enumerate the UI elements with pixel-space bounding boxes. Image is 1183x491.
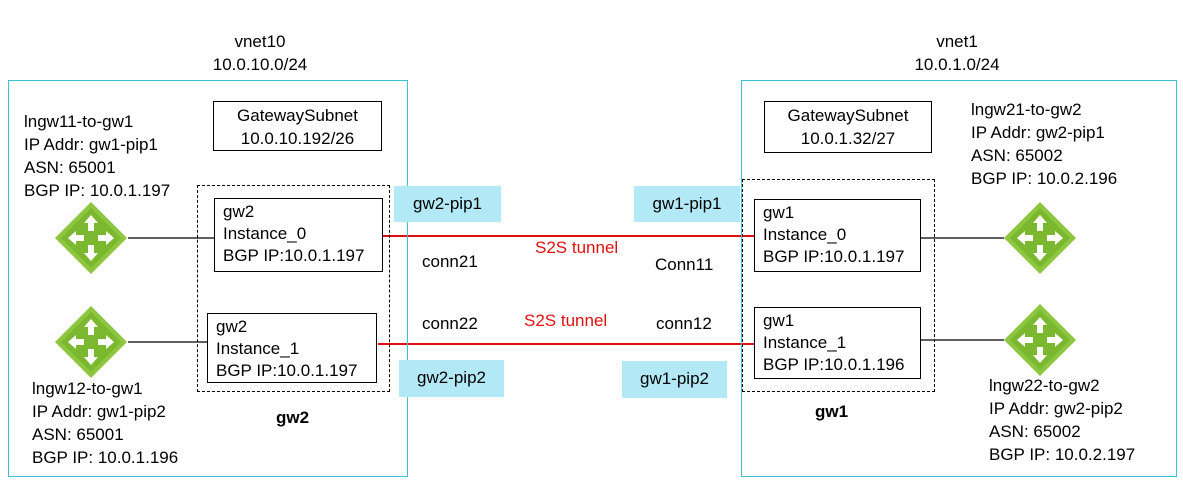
lngw21-asn: ASN: 65002 (971, 146, 1063, 165)
lngw22-bgp: BGP IP: 10.0.2.197 (989, 445, 1136, 464)
gw1-group-box (742, 179, 935, 392)
gw1-instance-1-bgp: BGP IP:10.0.1.196 (763, 355, 905, 374)
lngw22-name: lngw22-to-gw2 (989, 376, 1100, 395)
lngw22-ip: IP Addr: gw2-pip2 (989, 399, 1123, 418)
lngw12-ip: IP Addr: gw1-pip2 (32, 402, 166, 421)
vnet-right-box (741, 80, 1177, 477)
lngw12-name: lngw12-to-gw1 (32, 379, 143, 398)
conn21-label: conn21 (422, 252, 478, 271)
router-icon (1004, 304, 1076, 376)
gw1-instance-0-name: Instance_0 (763, 225, 847, 244)
lngw12-info: lngw12-to-gw1 IP Addr: gw1-pip2 ASN: 650… (32, 377, 178, 469)
gateway-subnet-right-cidr: 10.0.1.32/27 (800, 129, 896, 148)
gw2-instance-1-bgp: BGP IP:10.0.1.197 (216, 361, 358, 380)
lngw12-asn: ASN: 65001 (32, 425, 124, 444)
gw1-pip1-badge: gw1-pip1 (634, 186, 740, 222)
vnet-left-name: vnet10 (234, 32, 286, 51)
gw2-pip2-badge: gw2-pip2 (399, 360, 504, 397)
lngw22-info: lngw22-to-gw2 IP Addr: gw2-pip2 ASN: 650… (989, 374, 1135, 466)
gw2-group-label: gw2 (276, 408, 310, 427)
router-icon (55, 306, 127, 378)
lngw12-bgp: BGP IP: 10.0.1.196 (32, 448, 179, 467)
gateway-subnet-left-name: GatewaySubnet (237, 106, 358, 125)
gw1-instance-0: gw1 Instance_0 BGP IP:10.0.1.197 (754, 199, 921, 272)
vnet-right-cidr: 10.0.1.0/24 (914, 55, 1000, 74)
gw1-instance-1-name: Instance_1 (763, 333, 847, 352)
gateway-subnet-left-cidr: 10.0.10.192/26 (240, 129, 355, 148)
conn22-label: conn22 (422, 314, 478, 333)
gw2-instance-1-gw: gw2 (216, 317, 248, 336)
gateway-subnet-right-name: GatewaySubnet (787, 106, 909, 125)
gw2-instance-1-name: Instance_1 (216, 339, 300, 358)
gateway-subnet-right: GatewaySubnet 10.0.1.32/27 (764, 101, 932, 153)
lngw11-ip: IP Addr: gw1-pip1 (24, 135, 158, 154)
gw1-group-label: gw1 (815, 402, 849, 421)
gw1-instance-1: gw1 Instance_1 BGP IP:10.0.1.196 (754, 307, 921, 379)
conn12-label: conn12 (656, 314, 712, 333)
conn11-label: Conn11 (655, 255, 714, 274)
lngw11-asn: ASN: 65001 (24, 158, 116, 177)
gw2-group-box (197, 185, 390, 392)
gw2-instance-0-gw: gw2 (223, 202, 255, 221)
lngw11-bgp: BGP IP: 10.0.1.197 (24, 181, 171, 200)
vnet-left-box (8, 80, 408, 477)
gw1-instance-0-gw: gw1 (763, 203, 795, 222)
vnet-left-cidr: 10.0.10.0/24 (212, 55, 308, 74)
gateway-subnet-left: GatewaySubnet 10.0.10.192/26 (213, 101, 382, 151)
lngw11-name: lngw11-to-gw1 (24, 112, 134, 131)
gw1-instance-0-bgp: BGP IP:10.0.1.197 (763, 247, 905, 266)
s2s-tunnel-top-label: S2S tunnel (535, 238, 619, 257)
gw1-instance-1-gw: gw1 (763, 311, 795, 330)
lngw21-bgp: BGP IP: 10.0.2.196 (971, 169, 1118, 188)
gw2-instance-0-name: Instance_0 (223, 224, 307, 243)
lngw22-asn: ASN: 65002 (989, 422, 1081, 441)
gw2-instance-0: gw2 Instance_0 BGP IP:10.0.1.197 (214, 198, 383, 272)
lngw11-info: lngw11-to-gw1 IP Addr: gw1-pip1 ASN: 650… (24, 110, 170, 202)
lngw21-info: lngw21-to-gw2 IP Addr: gw2-pip1 ASN: 650… (971, 98, 1117, 190)
gw2-instance-0-bgp: BGP IP:10.0.1.197 (223, 246, 365, 265)
vnet-right-name: vnet1 (936, 32, 978, 51)
gw1-pip2-badge: gw1-pip2 (622, 361, 727, 398)
vnet-left-title: vnet10 10.0.10.0/24 (150, 30, 370, 76)
gw2-instance-1: gw2 Instance_1 BGP IP:10.0.1.197 (207, 313, 377, 383)
lngw21-name: lngw21-to-gw2 (971, 100, 1082, 119)
router-icon (1004, 202, 1076, 274)
gw2-pip1-badge: gw2-pip1 (394, 186, 501, 222)
vnet-right-title: vnet1 10.0.1.0/24 (847, 30, 1067, 76)
router-icon (55, 202, 127, 274)
s2s-tunnel-bottom-label: S2S tunnel (524, 311, 608, 330)
lngw21-ip: IP Addr: gw2-pip1 (971, 123, 1105, 142)
